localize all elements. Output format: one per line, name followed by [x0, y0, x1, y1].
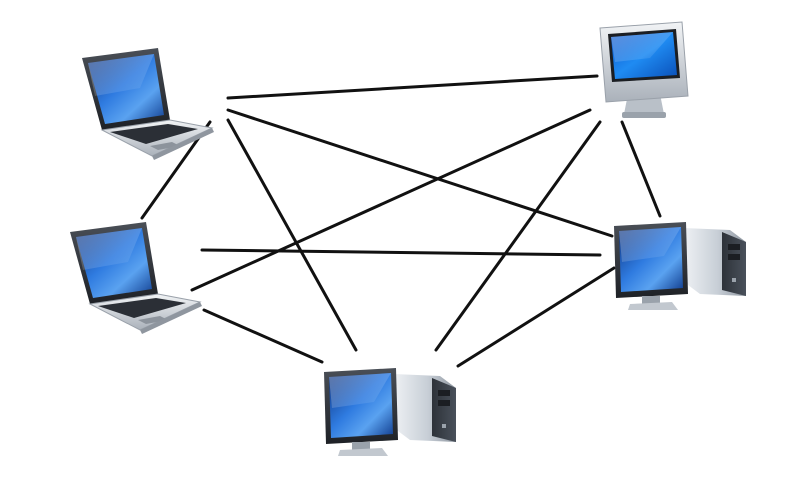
laptop-icon [70, 222, 202, 334]
link-imac-top-right-to-desktop-bottom [434, 120, 602, 352]
link-laptop-top-left-to-desktop-bottom [226, 118, 358, 352]
link-desktop-mid-right-to-desktop-bottom [456, 266, 616, 368]
link-laptop-mid-left-to-desktop-bottom [202, 308, 324, 364]
all-in-one-computer-icon [599, 21, 689, 118]
laptop-icon [82, 48, 214, 160]
link-laptop-mid-left-to-desktop-mid-right [200, 248, 602, 257]
desktop-computer-icon [324, 368, 456, 456]
link-imac-top-right-to-desktop-mid-right [620, 120, 662, 218]
link-laptop-mid-left-to-imac-top-right [190, 108, 592, 292]
desktop-computer-icon [614, 222, 746, 310]
link-laptop-top-left-to-imac-top-right [226, 74, 599, 100]
network-links [140, 74, 662, 368]
link-laptop-top-left-to-desktop-mid-right [226, 108, 614, 238]
